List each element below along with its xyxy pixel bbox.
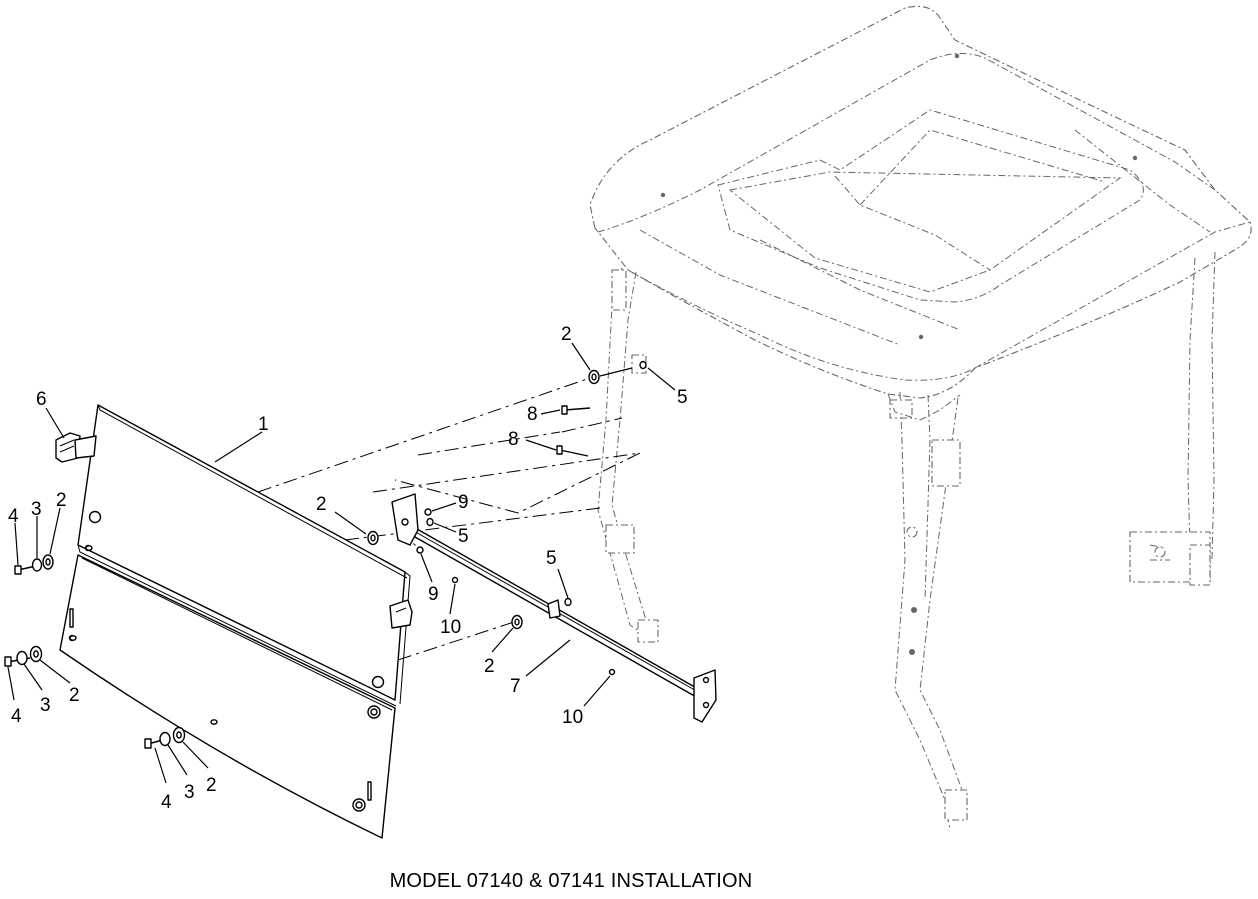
- callout-2-middle-stack: 2: [69, 685, 80, 706]
- callout-10-upper: 10: [440, 617, 461, 638]
- callout-9-upper: 9: [458, 492, 469, 513]
- callout-1: 1: [258, 414, 269, 435]
- callout-labels: 1 2 2 2 2 2 2 3 3 3 4 4 4 5 5 5 6 7 8 8 …: [8, 324, 688, 813]
- callout-3-lower-stack: 3: [184, 782, 195, 803]
- windshield-upper-panel: [77, 404, 411, 707]
- leader-lines: [7, 342, 676, 784]
- bar-hardware: [367, 360, 647, 676]
- callout-5-bracket: 5: [458, 526, 469, 547]
- callout-2-lower-stack: 2: [206, 775, 217, 796]
- callout-9-lower: 9: [428, 584, 439, 605]
- callout-2-left-bracket: 2: [316, 494, 327, 515]
- callout-5-bar-tab: 5: [546, 548, 557, 569]
- diagram-caption: MODEL 07140 & 07141 INSTALLATION: [389, 870, 753, 892]
- callout-2-upper-stack: 2: [56, 490, 67, 511]
- callout-4-lower-stack: 4: [161, 792, 172, 813]
- callout-8-upper: 8: [527, 404, 538, 425]
- callout-4-middle-stack: 4: [11, 706, 22, 727]
- clip-panel-edge: [389, 599, 413, 629]
- canopy-frame-phantom: [589, 5, 1252, 831]
- callout-6: 6: [36, 389, 47, 410]
- callout-10-lower: 10: [562, 707, 583, 728]
- windshield-lower-panel: [59, 554, 396, 839]
- hardware-stack-upper: [14, 545, 93, 575]
- callout-4-upper-stack: 4: [8, 506, 19, 527]
- hardware-stack-middle: [4, 635, 77, 667]
- callout-3-middle-stack: 3: [40, 695, 51, 716]
- callout-2-bar-lower: 2: [484, 656, 495, 677]
- callout-3-upper-stack: 3: [31, 499, 42, 520]
- callout-5-top: 5: [677, 387, 688, 408]
- callout-7: 7: [510, 676, 521, 697]
- hardware-stack-lower: [144, 719, 218, 749]
- mounting-bar-part-7: [391, 493, 717, 723]
- clip-part-6: [55, 432, 97, 463]
- assembly-phantom-lines: [257, 377, 641, 661]
- callout-2-top-right: 2: [561, 324, 572, 345]
- callout-8-lower: 8: [508, 429, 519, 450]
